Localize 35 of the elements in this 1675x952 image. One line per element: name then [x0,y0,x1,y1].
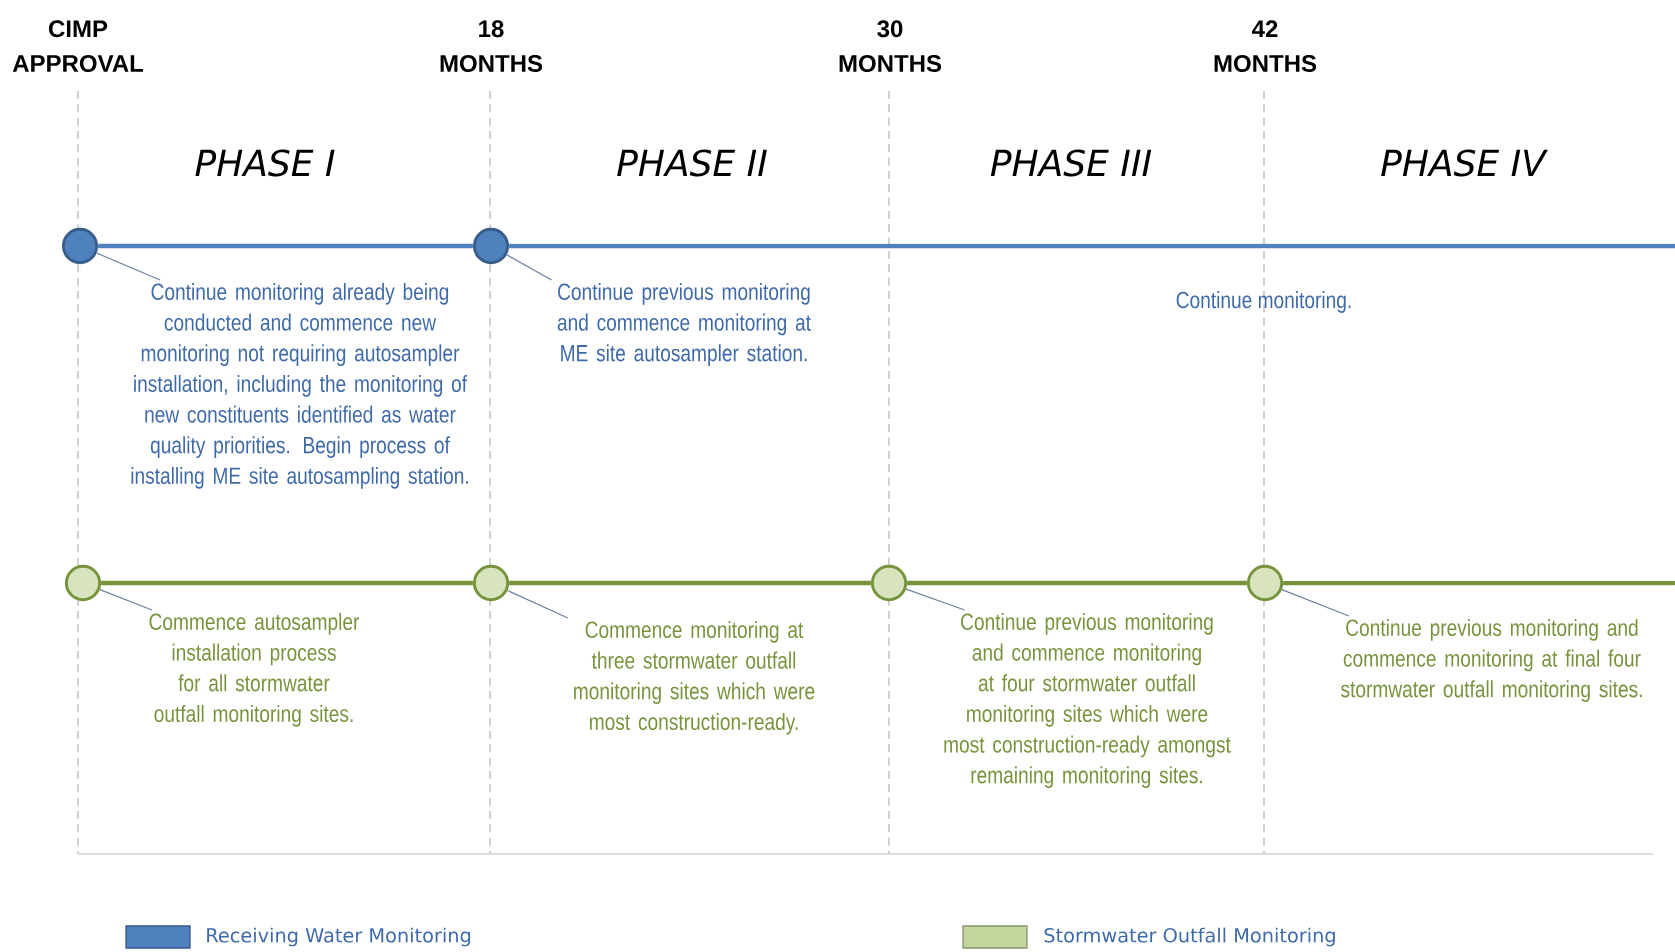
phase-title: PHASE I [195,149,335,177]
milestone-label: 18 MONTHS [440,20,543,72]
timeline-line [101,580,473,586]
timeline-line [509,243,1675,249]
leader-line [96,252,161,281]
description-text: Continue previous monitoring and commence monitoring at final four stormwater outfall monitoring sites. [1341,618,1642,702]
description-text: Commence monitoring at three stormwater outfall monitoring sites which were most construction-ready. [574,620,815,735]
milestone-circle [472,227,510,265]
milestone-circle [61,227,99,265]
milestone-circle [870,564,908,602]
phase-title: PHASE IV [1381,149,1548,177]
legend-label: Stormwater Outfall Monitoring [1044,927,1335,947]
description-text: Continue monitoring. [1176,291,1351,313]
timeline-line [98,243,473,249]
milestone-label: 42 MONTHS [1214,20,1317,72]
milestone-circle [64,564,102,602]
milestone-circle [472,564,510,602]
legend-label: Receiving Water Monitoring [207,927,471,947]
leader-line [506,254,553,281]
description-text: Commence autosampler installation process for all stormwater outfall monitoring sites. [149,612,360,727]
phase-title: PHASE II [617,149,767,177]
leader-line [506,589,569,619]
timeline-line [1283,580,1675,586]
description-text: Continue monitoring already being conducted and commence new monitoring not requiring autosampler installation, including the monitoring of new constituents identified as water quality priorities. Begin process of installing ME site autosampling station. [131,282,468,489]
leader-line [99,589,153,611]
milestone-circle [1246,564,1284,602]
leader-line [1281,589,1350,617]
leader-line [905,588,966,611]
milestone-label: CIMP APPROVAL [12,20,144,72]
description-text: Continue previous monitoring and commence monitoring at four stormwater outfall monitoring sites which were most construction-ready amongst remaining monitoring sites. [944,612,1231,788]
phase-title: PHASE III [990,149,1152,177]
milestone-label: 30 MONTHS [839,20,942,72]
timeline-line [509,580,871,586]
description-text: Continue previous monitoring and commence monitoring at ME site autosampler station. [557,282,811,366]
timeline-line [907,580,1247,586]
